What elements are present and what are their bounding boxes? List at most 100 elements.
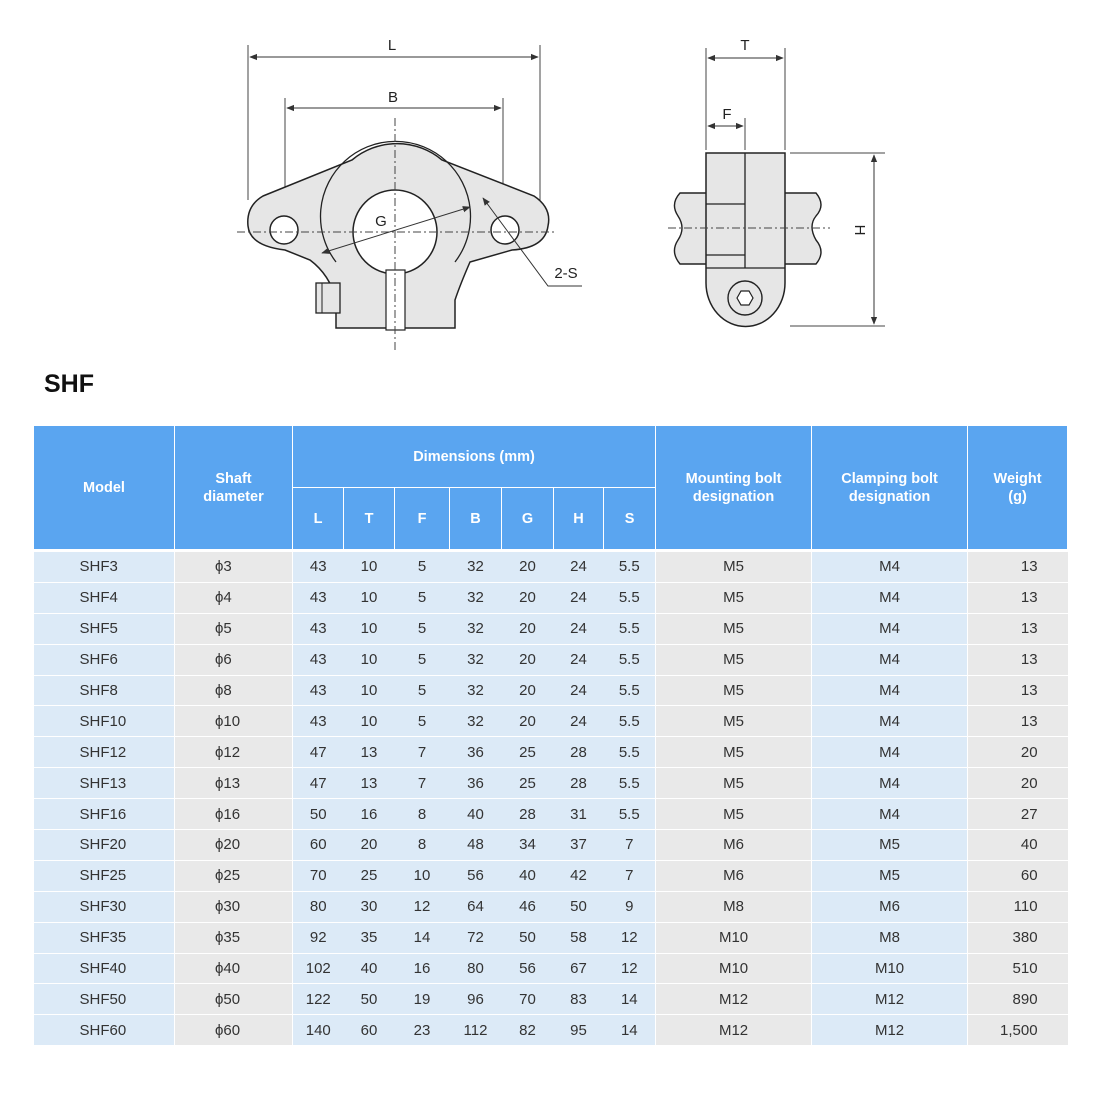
cell-dim-F: 12 <box>394 890 450 923</box>
cell-mounting-bolt: M12 <box>655 983 812 1016</box>
cell-dim-L: 43 <box>292 643 344 676</box>
cell-dim-F: 5 <box>394 674 450 707</box>
cell-dim-T: 35 <box>343 921 395 954</box>
cell-dim-B: 72 <box>449 921 502 954</box>
cell-mounting-bolt: M5 <box>655 798 812 831</box>
cell-dim-G: 20 <box>501 674 554 707</box>
cell-shaft-diameter: ϕ20 <box>174 829 293 861</box>
cell-clamping-bolt: M12 <box>811 1014 968 1047</box>
cell-dim-H: 67 <box>553 952 604 985</box>
cell-clamping-bolt: M4 <box>811 612 968 645</box>
cell-dim-H: 50 <box>553 890 604 923</box>
cell-model: SHF12 <box>33 736 175 769</box>
cell-shaft-diameter: ϕ50 <box>174 983 293 1016</box>
cell-dim-G: 40 <box>501 859 554 892</box>
cell-weight: 13 <box>967 581 1068 614</box>
cell-mounting-bolt: M5 <box>655 705 812 738</box>
cell-weight: 20 <box>967 767 1068 800</box>
cell-dim-G: 56 <box>501 952 554 985</box>
cell-clamping-bolt: M5 <box>811 829 968 861</box>
cell-dim-H: 37 <box>553 829 604 861</box>
cell-dim-S: 7 <box>603 859 656 892</box>
cell-dim-G: 20 <box>501 643 554 676</box>
cell-shaft-diameter: ϕ12 <box>174 736 293 769</box>
cell-mounting-bolt: M5 <box>655 612 812 645</box>
cell-mounting-bolt: M8 <box>655 890 812 923</box>
cell-dim-L: 122 <box>292 983 344 1016</box>
cell-dim-L: 47 <box>292 736 344 769</box>
cell-dim-G: 46 <box>501 890 554 923</box>
cell-dim-T: 10 <box>343 643 395 676</box>
cell-shaft-diameter: ϕ13 <box>174 767 293 800</box>
cell-dim-S: 9 <box>603 890 656 923</box>
cell-dim-B: 32 <box>449 549 502 583</box>
cell-dim-L: 43 <box>292 674 344 707</box>
cell-dim-H: 24 <box>553 612 604 645</box>
cell-model: SHF60 <box>33 1014 175 1047</box>
cell-dim-L: 92 <box>292 921 344 954</box>
cell-clamping-bolt: M5 <box>811 859 968 892</box>
cell-shaft-diameter: ϕ8 <box>174 674 293 707</box>
section-title: SHF <box>44 370 94 398</box>
cell-dim-G: 20 <box>501 705 554 738</box>
cell-dim-B: 32 <box>449 581 502 614</box>
label-2-S: 2-S <box>554 265 577 282</box>
cell-dim-T: 13 <box>343 736 395 769</box>
cell-clamping-bolt: M12 <box>811 983 968 1016</box>
cell-dim-L: 43 <box>292 549 344 583</box>
cell-dim-B: 36 <box>449 767 502 800</box>
cell-weight: 510 <box>967 952 1068 985</box>
cell-dim-S: 5.5 <box>603 736 656 769</box>
cell-clamping-bolt: M4 <box>811 705 968 738</box>
cell-model: SHF40 <box>33 952 175 985</box>
mounting-hole-left <box>269 215 299 245</box>
cell-mounting-bolt: M5 <box>655 674 812 707</box>
cell-dim-B: 64 <box>449 890 502 923</box>
cell-clamping-bolt: M4 <box>811 549 968 583</box>
cell-dim-G: 34 <box>501 829 554 861</box>
cell-mounting-bolt: M10 <box>655 921 812 954</box>
cell-dim-B: 32 <box>449 643 502 676</box>
cell-dim-F: 7 <box>394 767 450 800</box>
side-view: T F H <box>668 37 885 328</box>
header-model: Model <box>33 425 175 551</box>
cell-dim-S: 5.5 <box>603 767 656 800</box>
cell-dim-T: 16 <box>343 798 395 831</box>
label-B: B <box>388 89 398 106</box>
cell-mounting-bolt: M5 <box>655 581 812 614</box>
cell-clamping-bolt: M4 <box>811 736 968 769</box>
label-L: L <box>388 37 396 54</box>
cell-shaft-diameter: ϕ35 <box>174 921 293 954</box>
cell-dim-S: 7 <box>603 829 656 861</box>
cell-mounting-bolt: M5 <box>655 643 812 676</box>
cell-model: SHF16 <box>33 798 175 831</box>
cell-dim-T: 10 <box>343 581 395 614</box>
cell-dim-B: 112 <box>449 1014 502 1047</box>
cell-dim-F: 5 <box>394 705 450 738</box>
dim-line-G <box>321 206 471 254</box>
label-H: H <box>851 225 868 236</box>
leader-2-S <box>482 197 582 287</box>
cell-shaft-diameter: ϕ3 <box>174 549 293 583</box>
cell-dim-H: 42 <box>553 859 604 892</box>
cell-model: SHF10 <box>33 705 175 738</box>
cell-dim-S: 14 <box>603 983 656 1016</box>
cell-clamping-bolt: M4 <box>811 798 968 831</box>
cell-dim-T: 20 <box>343 829 395 861</box>
cell-dim-G: 82 <box>501 1014 554 1047</box>
technical-drawing: L B G 2-S T F H <box>237 37 885 350</box>
cell-dim-G: 20 <box>501 612 554 645</box>
cell-dim-G: 50 <box>501 921 554 954</box>
cell-dim-G: 25 <box>501 767 554 800</box>
cell-dim-T: 10 <box>343 549 395 583</box>
cell-dim-G: 25 <box>501 736 554 769</box>
cell-mounting-bolt: M5 <box>655 767 812 800</box>
